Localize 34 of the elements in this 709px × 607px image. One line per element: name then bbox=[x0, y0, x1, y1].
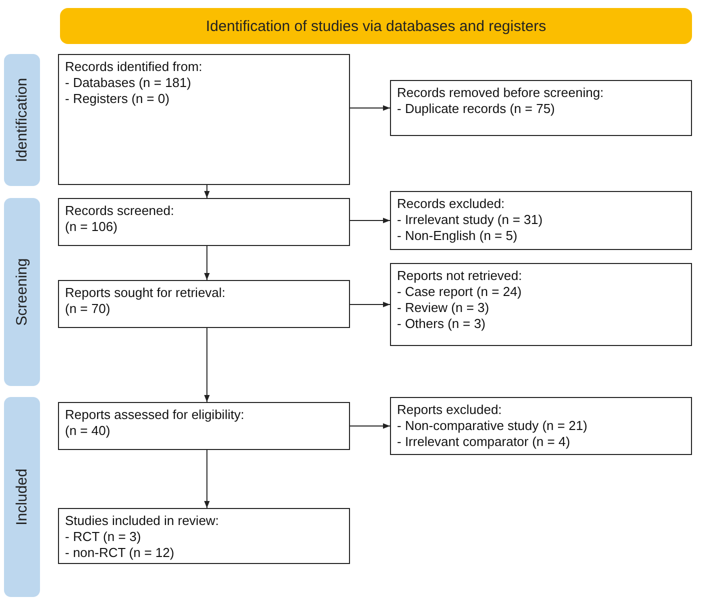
box-text: Records identified from: - Databases (n = 181) - Registers (n = 0) bbox=[65, 59, 202, 106]
process-box bbox=[58, 280, 350, 328]
process-box bbox=[58, 54, 350, 185]
process-box bbox=[390, 263, 692, 346]
header-title: Identification of studies via databases and registers bbox=[206, 18, 546, 34]
box-text: Records screened: (n = 106) bbox=[65, 203, 174, 234]
arrow bbox=[350, 105, 390, 111]
box-text: Reports sought for retrieval: (n = 70) bbox=[65, 285, 226, 316]
header-bar bbox=[60, 8, 692, 44]
process-box bbox=[58, 402, 350, 450]
phase-label: Identification bbox=[14, 78, 30, 162]
arrow bbox=[204, 246, 210, 280]
phase-band bbox=[4, 54, 40, 186]
arrow bbox=[204, 184, 210, 198]
process-box bbox=[58, 508, 350, 564]
process-box bbox=[390, 80, 692, 136]
arrow bbox=[350, 423, 390, 429]
arrow bbox=[204, 450, 210, 508]
arrow bbox=[350, 218, 390, 224]
box-text: Reports assessed for eligibility: (n = 40) bbox=[65, 407, 244, 438]
arrow bbox=[350, 302, 390, 308]
arrow bbox=[204, 328, 210, 402]
phase-label: Included bbox=[14, 468, 30, 526]
box-text: Records removed before screening: - Duplicate records (n = 75) bbox=[397, 85, 604, 116]
process-box bbox=[58, 198, 350, 246]
phase-band bbox=[4, 198, 40, 386]
process-box bbox=[390, 191, 692, 250]
phase-band bbox=[4, 397, 40, 597]
process-box bbox=[390, 397, 692, 455]
box-text: Records excluded: - Irrelevant study (n = 31) - Non-English (n = 5) bbox=[397, 196, 543, 243]
box-text: Reports not retrieved: - Case report (n = 24) - Review (n = 3) - Others (n = 3) bbox=[397, 268, 522, 331]
box-text: Reports excluded: - Non-comparative study (n = 21) - Irrelevant comparator (n = 4) bbox=[397, 402, 588, 449]
box-text: Studies included in review: - RCT (n = 3) - non-RCT (n = 12) bbox=[65, 513, 219, 560]
phase-label: Screening bbox=[14, 258, 30, 326]
